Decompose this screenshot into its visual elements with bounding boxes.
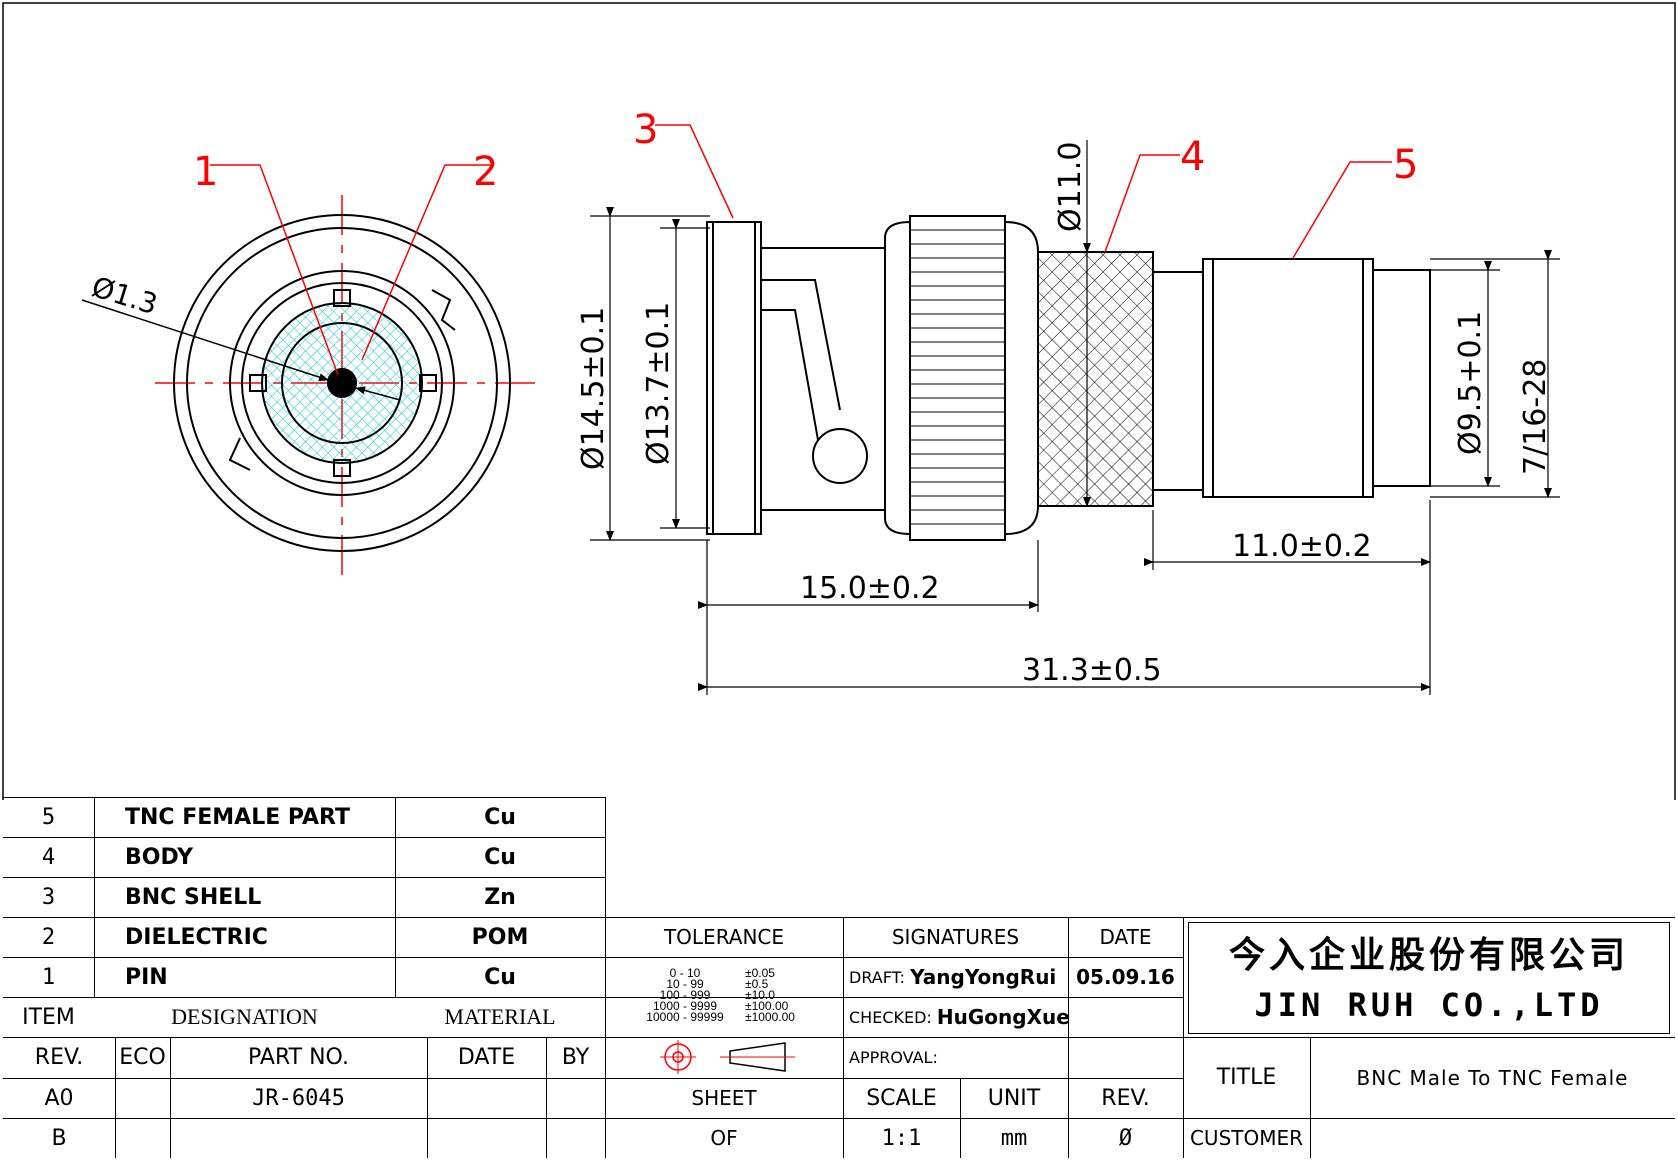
- bom-material: Zn: [484, 884, 516, 910]
- bom-item: 1: [41, 964, 56, 990]
- scale-value: 1:1: [881, 1125, 922, 1151]
- callout-4: 4: [1180, 134, 1205, 180]
- bom-item: 2: [41, 924, 56, 950]
- dim-d3: Ø11.0: [1053, 142, 1088, 232]
- dim-len1: 15.0±0.2: [800, 571, 940, 606]
- projection-symbol-icon: [660, 1040, 795, 1074]
- bom-designation: DIELECTRIC: [125, 924, 268, 950]
- bom-item: 3: [41, 884, 56, 910]
- callout-1: 1: [193, 149, 218, 195]
- customer-value: [1310, 1118, 1675, 1158]
- bom-designation: BODY: [125, 844, 194, 870]
- front-view: Ø1.3: [81, 195, 535, 580]
- date-header: DATE: [457, 1045, 516, 1070]
- bom-material: Cu: [484, 964, 516, 990]
- bom-designation: PIN: [125, 964, 168, 990]
- side-leaders: [655, 124, 1392, 259]
- checked-name: HuGongXue: [936, 1005, 1070, 1029]
- dim-d4: Ø9.5+0.1: [1453, 311, 1488, 455]
- draft-date: 05.09.16: [1076, 965, 1175, 989]
- callout-5: 5: [1393, 142, 1418, 188]
- approval-label: APPROVAL:: [849, 1048, 938, 1067]
- bom-item: 5: [41, 804, 56, 830]
- part-no-header: PART NO.: [248, 1045, 349, 1070]
- draft-row: DRAFT: YangYongRui: [843, 957, 1074, 997]
- tolerance-ranges: 0 - 10 10 - 99 100 - 999 1000 - 9999 100…: [646, 966, 724, 1024]
- bom-designation: TNC FEMALE PART: [125, 804, 350, 830]
- front-leaders: [210, 164, 490, 376]
- eco-header: ECO: [119, 1045, 166, 1070]
- side-dimensions: [590, 140, 1560, 695]
- dim-thread: 7/16-28: [1518, 359, 1553, 475]
- rev-value-symbol: Ø: [1118, 1125, 1133, 1151]
- customer-label: CUSTOMER: [1189, 1126, 1304, 1150]
- scale-label: SCALE: [866, 1085, 937, 1111]
- part-no-value: JR-6045: [252, 1085, 345, 1111]
- signatures-title: SIGNATURES: [891, 925, 1020, 949]
- rev-value: B: [51, 1125, 67, 1151]
- dim-len-total: 31.3±0.5: [1022, 653, 1162, 688]
- sheet-border: [2, 2, 1676, 800]
- side-view: [706, 215, 1431, 541]
- tolerance-title: TOLERANCE: [663, 925, 785, 949]
- checked-row: CHECKED: HuGongXue: [843, 997, 1074, 1037]
- rev-value: A0: [44, 1085, 74, 1111]
- dim-len2: 11.0±0.2: [1232, 529, 1372, 564]
- bom-material: Cu: [484, 844, 516, 870]
- callout-3: 3: [633, 107, 658, 153]
- unit-value: mm: [1000, 1125, 1028, 1151]
- rev-header: REV.: [34, 1045, 84, 1070]
- bom-item: 4: [41, 844, 56, 870]
- callout-2: 2: [473, 149, 498, 195]
- draft-name: YangYongRui: [910, 965, 1057, 989]
- tolerance-values: ±0.05 ±0.5 ±10.0 ±100.00 ±1000.00: [745, 966, 795, 1024]
- bom-material: Cu: [484, 804, 516, 830]
- of-label: OF: [710, 1126, 738, 1150]
- title-label: TITLE: [1216, 1065, 1277, 1090]
- rev-label: REV.: [1101, 1085, 1150, 1111]
- unit-label: UNIT: [987, 1085, 1041, 1111]
- bom-header-designation: DESIGNATION: [171, 1004, 318, 1029]
- company-name-cn: 今入企业股份有限公司: [1228, 935, 1629, 976]
- company-name-en: JIN RUH CO.,LTD: [1254, 986, 1604, 1024]
- bom-header-material: MATERIAL: [444, 1004, 556, 1029]
- draft-label: DRAFT:: [849, 967, 906, 987]
- company-box: [1188, 922, 1670, 1034]
- bom-material: POM: [471, 924, 529, 950]
- bom-designation: BNC SHELL: [125, 884, 262, 910]
- date-column-header: DATE: [1099, 925, 1152, 949]
- title-value: BNC Male To TNC Female: [1356, 1065, 1629, 1090]
- by-header: BY: [561, 1045, 590, 1070]
- technical-drawing: Ø1.3 1 2: [2, 2, 1676, 800]
- sheet-label: SHEET: [691, 1086, 757, 1110]
- bom-header-item: ITEM: [22, 1004, 75, 1030]
- checked-label: CHECKED:: [849, 1007, 932, 1027]
- dim-d2: Ø13.7±0.1: [641, 302, 676, 465]
- dim-d1: Ø14.5±0.1: [576, 307, 611, 470]
